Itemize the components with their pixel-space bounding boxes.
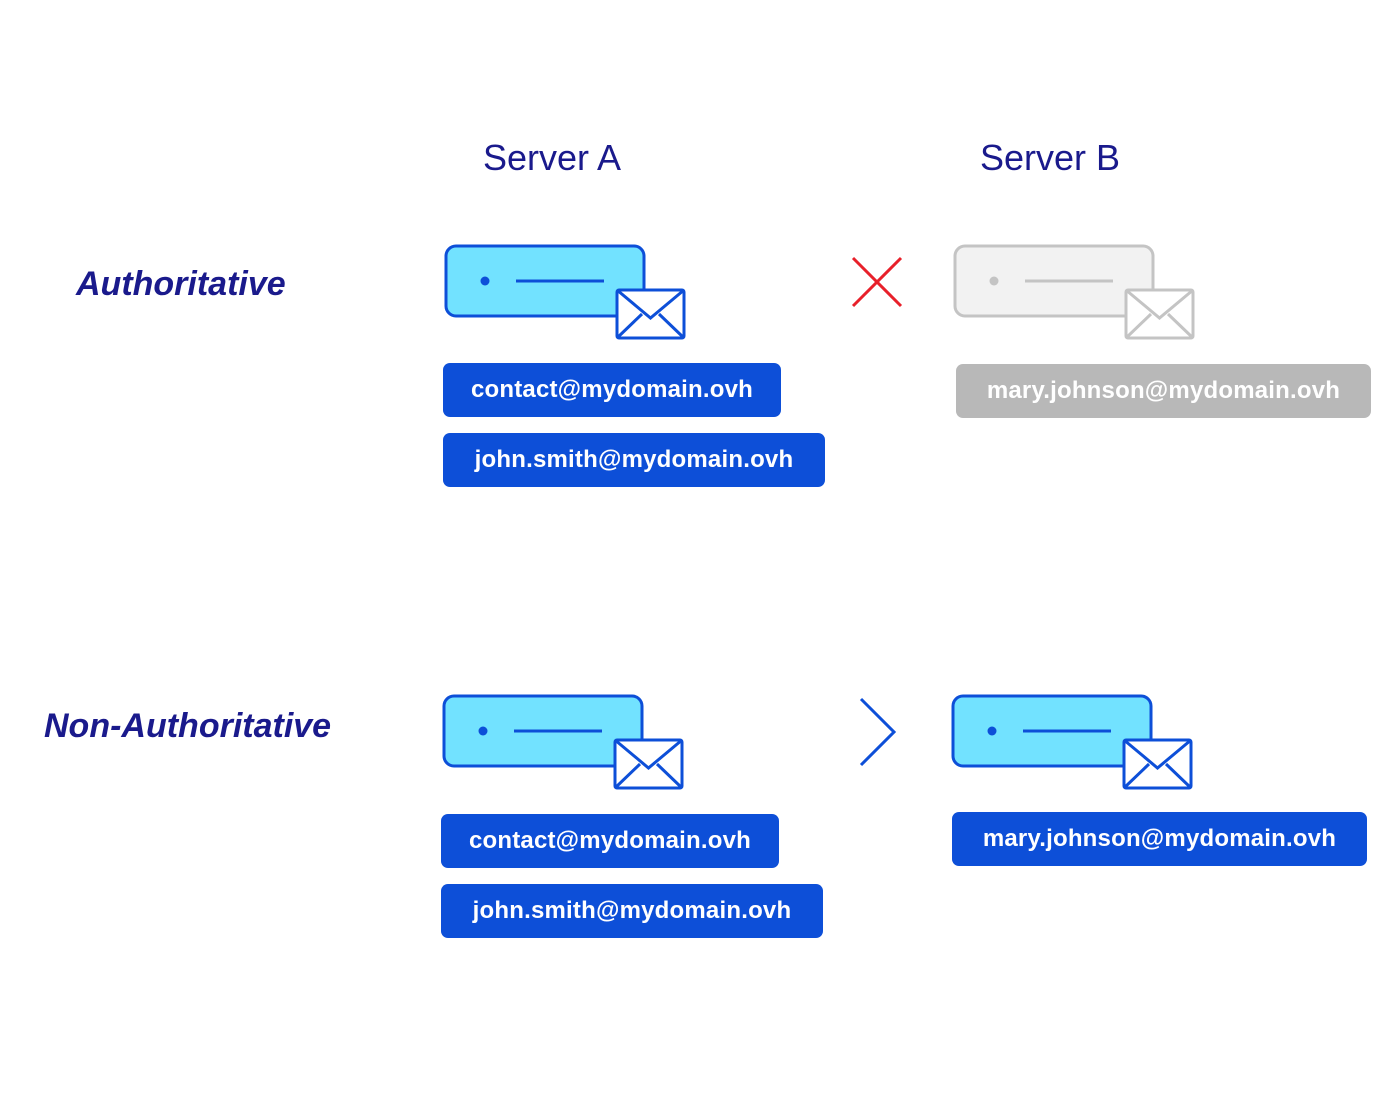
authoritative-label: Authoritative [76,265,286,303]
address-pill: mary.johnson@mydomain.ovh [952,812,1367,866]
address-pill: john.smith@mydomain.ovh [443,433,825,487]
address-pill-disabled: mary.johnson@mydomain.ovh [956,364,1371,418]
address-pill: contact@mydomain.ovh [441,814,779,868]
server-a-mail-icon [442,694,686,792]
non-authoritative-label: Non-Authoritative [44,707,332,745]
server-a-heading: Server A [482,137,622,178]
address-pill: john.smith@mydomain.ovh [441,884,823,938]
server-b-mail-icon [951,694,1195,792]
chevron-right-icon [856,697,900,767]
address-pill: contact@mydomain.ovh [443,363,781,417]
server-b-heading: Server B [979,137,1121,178]
cross-icon [850,255,904,309]
server-a-mail-icon [444,244,688,342]
server-b-mail-icon-disabled [953,244,1197,342]
